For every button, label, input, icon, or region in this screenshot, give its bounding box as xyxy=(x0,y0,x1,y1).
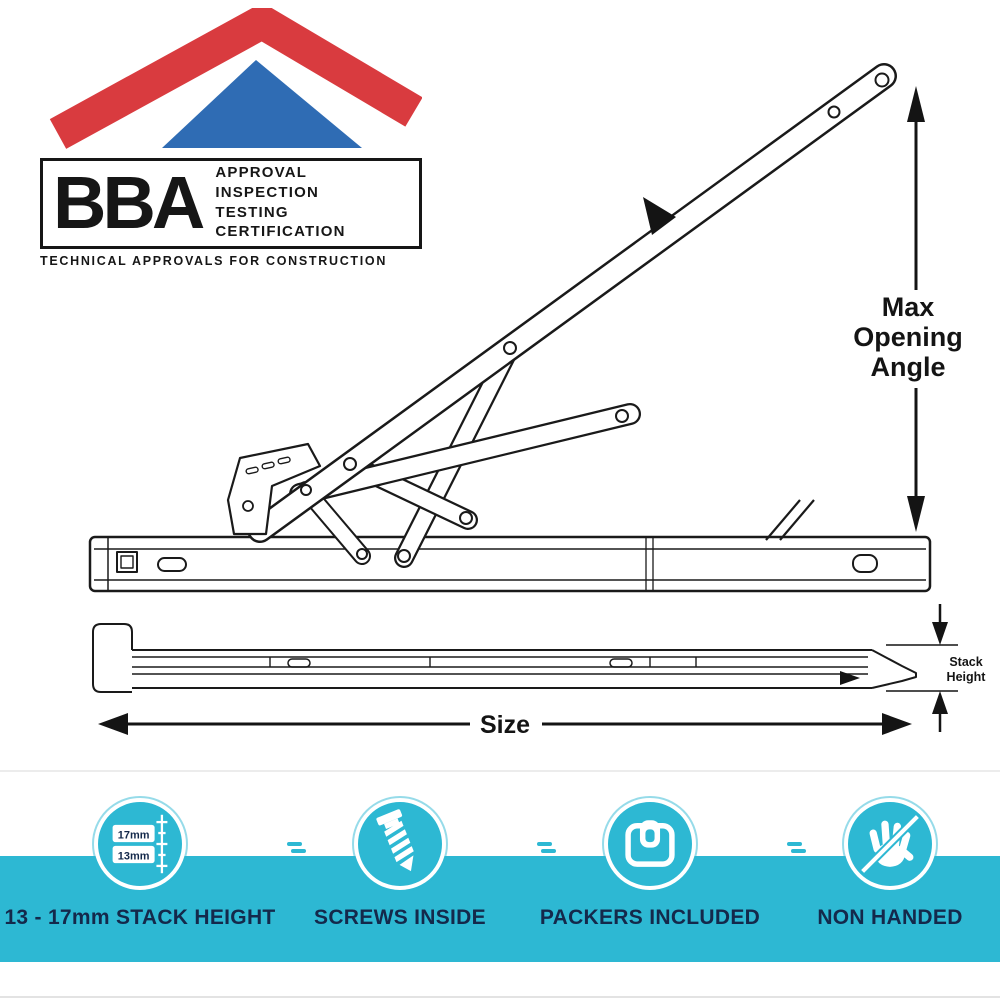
feature-label: 13 - 17mm STACK HEIGHT xyxy=(4,906,276,929)
feature-packers-included: PACKERS INCLUDED xyxy=(500,798,800,930)
feature-non-handed: NON HANDED xyxy=(740,798,1000,930)
decor-tick xyxy=(537,842,552,846)
feature-label: PACKERS INCLUDED xyxy=(539,906,761,929)
bba-wordmark: BBA xyxy=(53,160,205,244)
friction-hinge-diagram: Max Opening Angle Size xyxy=(88,63,987,739)
bba-service-item: APPROVAL xyxy=(215,164,308,181)
track-rail xyxy=(88,535,932,593)
side-profile-view xyxy=(92,623,917,693)
feature-screws-inside: SCREWS INSIDE xyxy=(250,798,550,930)
bba-service-item: CERTIFICATION xyxy=(215,223,346,241)
max-opening-label-line3: Angle xyxy=(870,352,945,382)
stack-height-dimension xyxy=(886,604,958,732)
stack-height-label-line2: Height xyxy=(947,670,987,684)
max-opening-label-line2: Opening xyxy=(853,322,963,352)
max-opening-label-line1: Max xyxy=(882,292,935,322)
bba-service-item: INSPECTION xyxy=(215,183,320,201)
pivot-holes xyxy=(300,72,890,563)
screw-icon xyxy=(354,798,446,890)
hand-no-icon xyxy=(844,798,936,890)
size-label: Size xyxy=(480,711,530,739)
direction-arrowhead xyxy=(643,197,676,235)
bba-services-list: APPROVAL INSPECTION TESTING CERTIFICATIO… xyxy=(215,163,345,242)
stay-arm xyxy=(247,63,897,543)
hatch-marks xyxy=(765,499,815,541)
svg-text:17mm: 17mm xyxy=(118,830,150,842)
mounting-bracket xyxy=(226,442,322,536)
bba-logo: BBA APPROVAL INSPECTION TESTING CERTIFIC… xyxy=(40,8,422,268)
bba-tagline: TECHNICAL APPROVALS FOR CONSTRUCTION xyxy=(40,254,388,269)
stack-height-label-line1: Stack xyxy=(949,655,982,669)
feature-label: NON HANDED xyxy=(817,906,963,929)
section-divider xyxy=(0,770,1000,772)
packer-icon xyxy=(604,798,696,890)
svg-text:13mm: 13mm xyxy=(118,851,150,863)
size-dimension xyxy=(98,713,912,735)
decor-tick xyxy=(541,849,556,853)
decor-tick xyxy=(787,842,802,846)
decor-tick xyxy=(791,849,806,853)
label-backing xyxy=(852,290,968,388)
bba-roof-icon xyxy=(49,8,422,149)
bba-service-item: TESTING xyxy=(215,203,289,221)
decor-tick xyxy=(287,842,302,846)
stack-height-gauge-icon: 17mm 13mm xyxy=(94,798,186,890)
decor-tick xyxy=(291,849,306,853)
feature-label: SCREWS INSIDE xyxy=(314,906,486,929)
bottom-edge-line xyxy=(0,996,1000,998)
feature-stack-height: 17mm 13mm 13 - 17mm STACK HEIGHT xyxy=(0,798,290,930)
bba-certification-box: BBA APPROVAL INSPECTION TESTING CERTIFIC… xyxy=(40,158,422,250)
